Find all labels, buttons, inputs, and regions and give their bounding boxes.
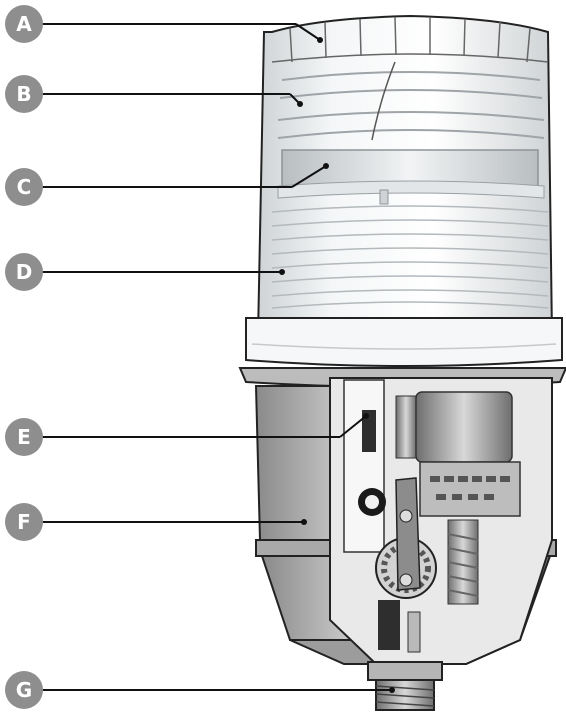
lubricant-reservoir	[271, 205, 549, 309]
outlet-channel	[378, 600, 421, 653]
label-g: G	[16, 678, 32, 702]
spring	[277, 61, 545, 141]
label-e: E	[17, 425, 31, 449]
label-a: A	[16, 12, 32, 36]
callout-d: D	[5, 253, 285, 291]
callout-g: G	[5, 671, 395, 709]
worm-gear	[447, 519, 479, 605]
drive-gear	[358, 477, 437, 599]
cap-rim	[245, 317, 563, 367]
callout-e: E	[5, 413, 369, 456]
battery-pack	[362, 391, 513, 463]
label-f: F	[17, 510, 31, 534]
callout-a: A	[5, 5, 323, 43]
label-c: C	[17, 175, 32, 199]
callout-b: B	[5, 75, 303, 113]
callout-c: C	[5, 163, 329, 206]
label-d: D	[16, 260, 33, 284]
label-b: B	[16, 82, 31, 106]
gearbox	[419, 461, 521, 517]
callout-f: F	[5, 503, 307, 541]
threaded-outlet	[367, 661, 443, 711]
